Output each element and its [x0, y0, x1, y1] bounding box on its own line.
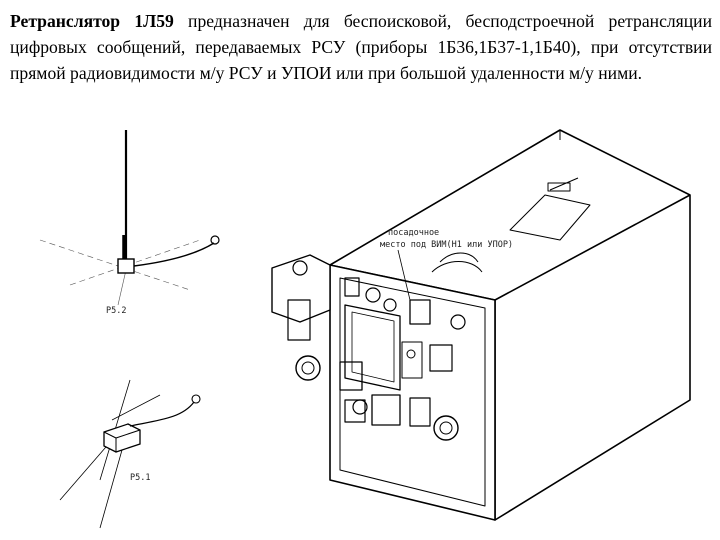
antenna-figure-label: Р5.2	[106, 306, 127, 316]
device-title: Ретранслятор 1Л59	[10, 11, 174, 31]
box-figure-label: Р5.1	[130, 473, 151, 483]
antenna-figure	[39, 130, 220, 306]
box-figure	[59, 379, 201, 529]
callout-label-line1: посадочное	[388, 228, 440, 238]
description-paragraph: Ретранслятор 1Л59 предназначен для беспо…	[10, 8, 712, 86]
callout-label-line2: место под ВИМ(Н1 или УПОР)	[380, 240, 514, 250]
relay-unit-drawing	[271, 129, 691, 521]
device-description: предназначен для беспоисковой, бесподстр…	[10, 11, 712, 83]
